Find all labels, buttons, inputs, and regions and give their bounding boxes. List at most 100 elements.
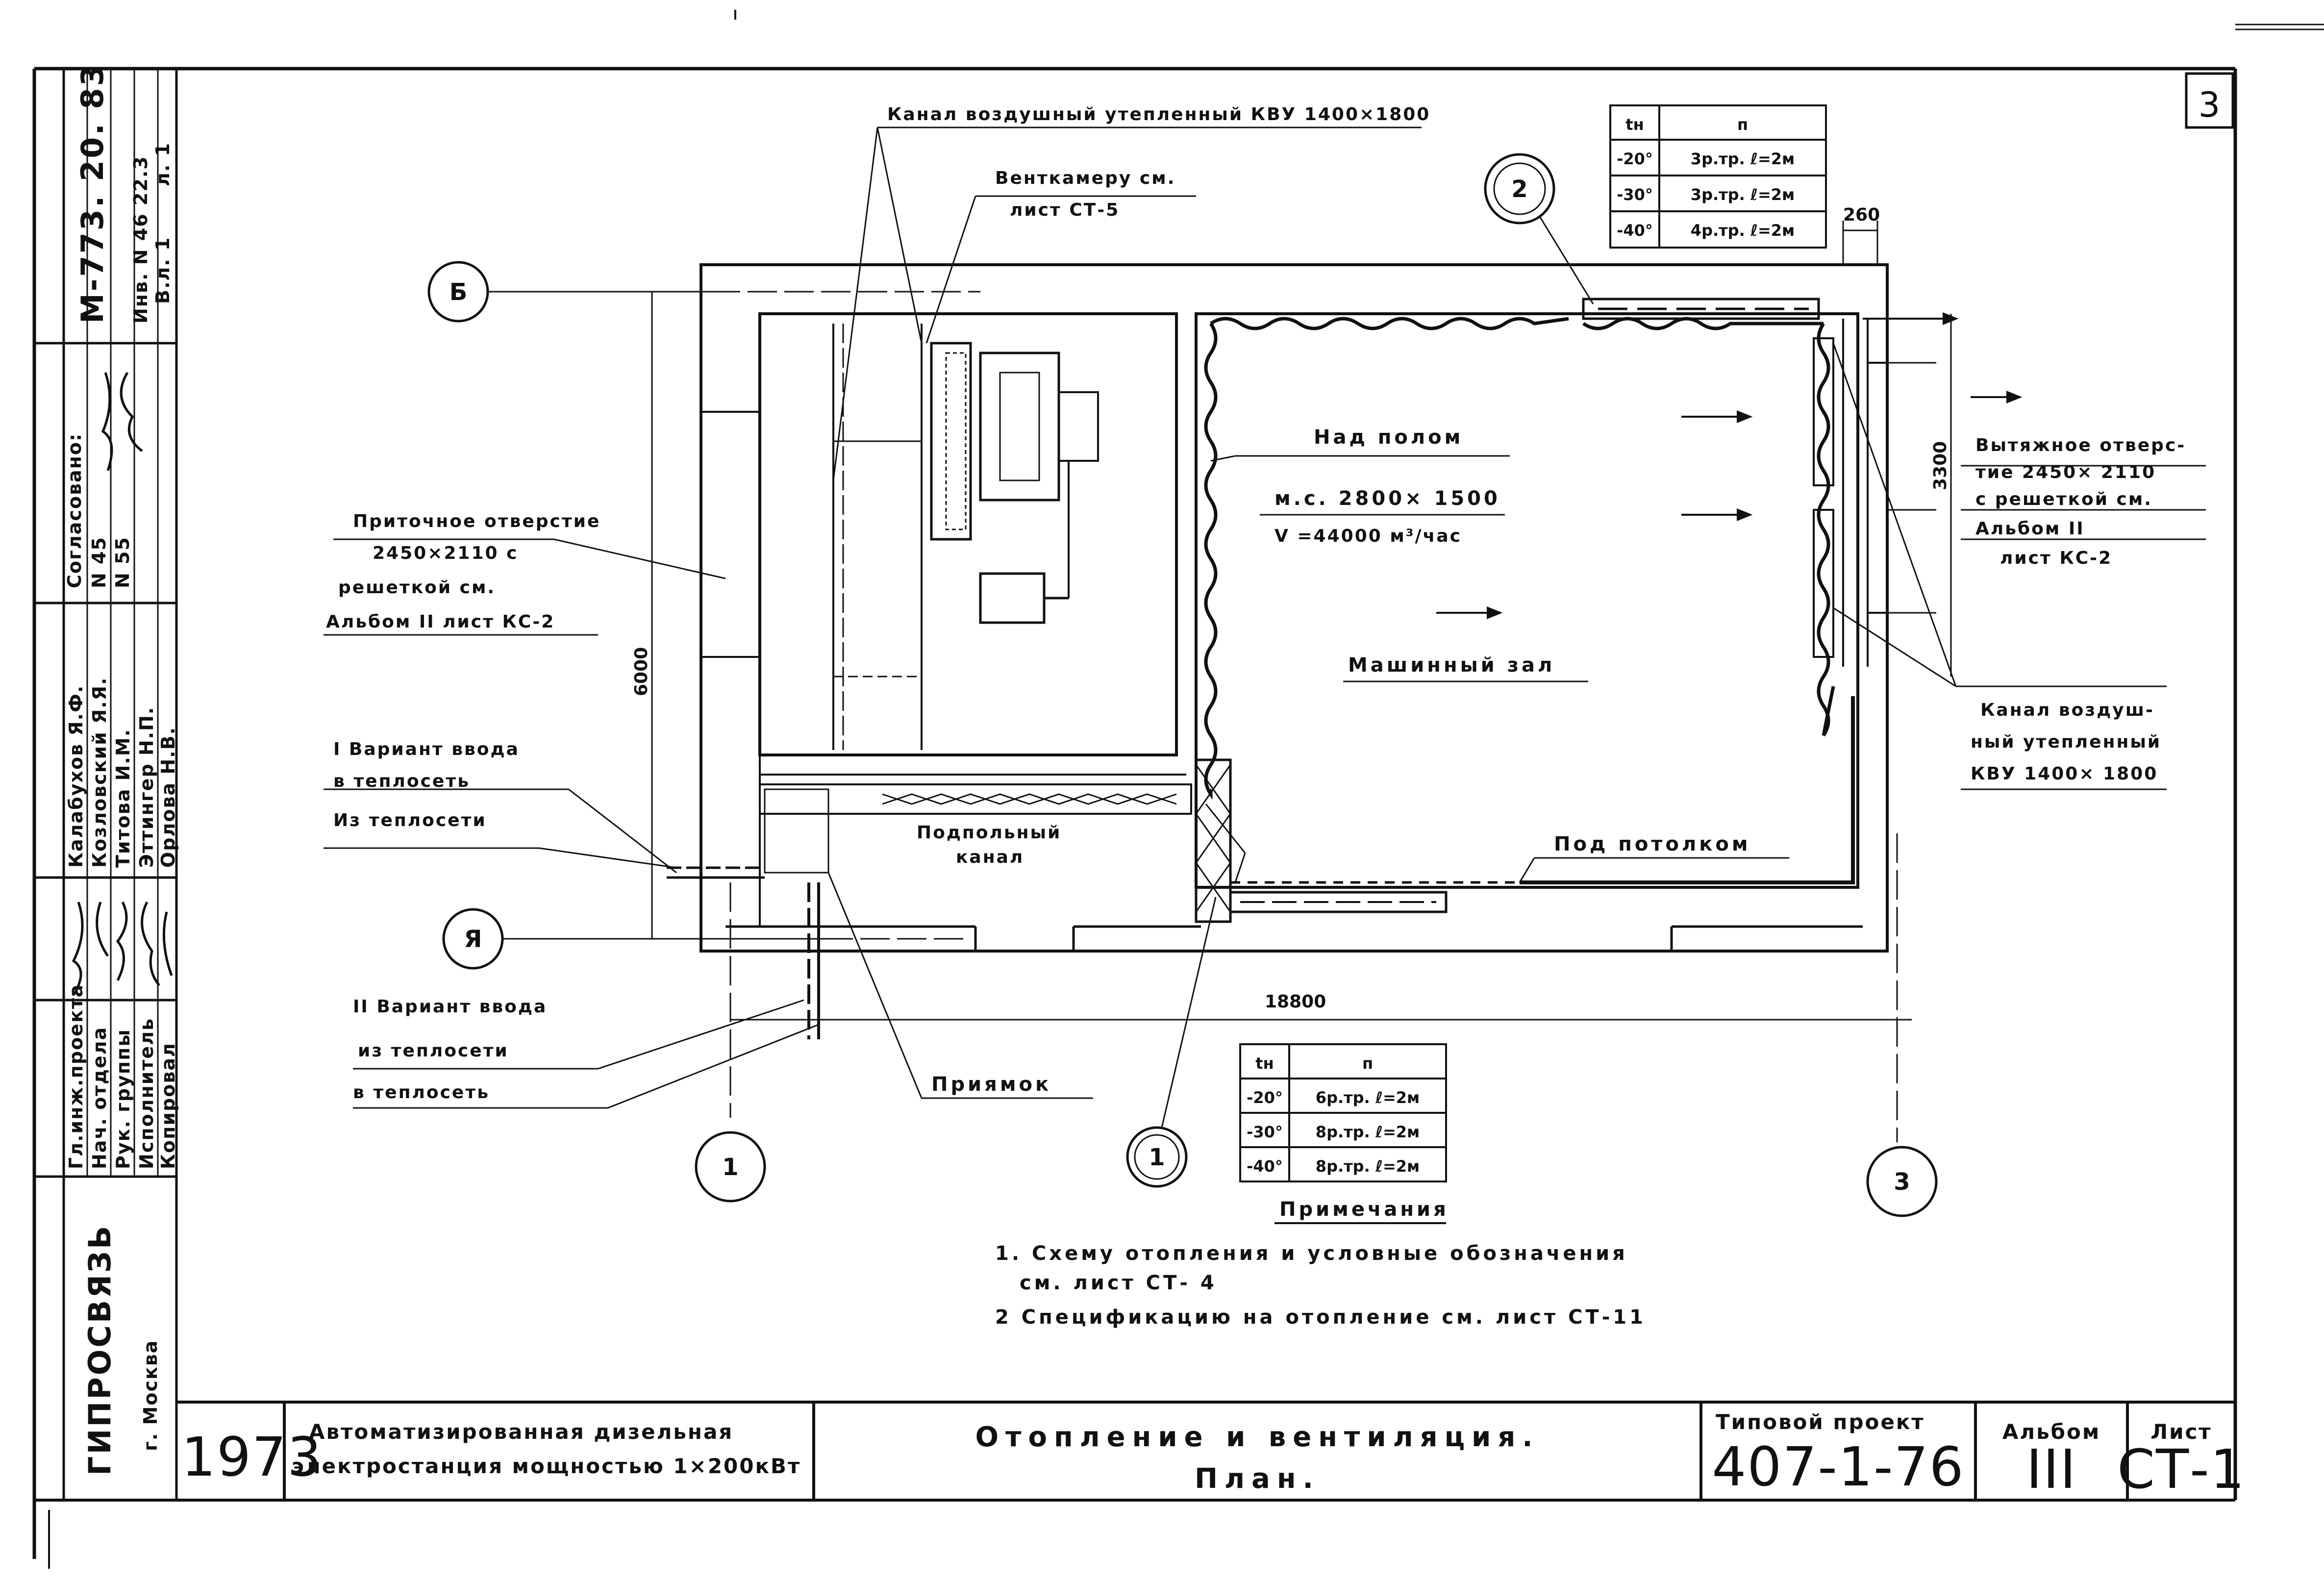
title-typical-label: Типовой проект [1716, 1410, 1925, 1434]
stamp-name-5: Орлова Н.В. [157, 727, 179, 868]
dim-6000: 6000 [631, 647, 651, 696]
table-top-r3-t: -40° [1617, 221, 1653, 240]
axis-markers: Б Я 1 3 [427, 261, 1938, 1217]
label-var1-b: в теплосеть [333, 771, 470, 791]
leader-lines [324, 126, 2206, 1109]
stamp-n55: N 55 [112, 536, 133, 588]
building-plan [667, 263, 2023, 1039]
table-bottom-r1-t: -20° [1247, 1088, 1283, 1107]
stamp-vl: В.л. 1 [152, 237, 174, 304]
label-machine-hall: Машинный зал [1348, 654, 1555, 677]
underfloor-channel-hatch [882, 793, 1177, 805]
sheet-frame [32, 10, 2324, 1569]
dim-3300: 3300 [1930, 441, 1950, 490]
stamp-inv: Инв. N 46 22.3 [130, 155, 151, 324]
callout-1: 1 [1149, 1144, 1165, 1171]
label-supply-2: 2450×2110 с [373, 543, 518, 563]
label-supply-1: Приточное отверстие [353, 511, 600, 531]
table-top-r2-t: -30° [1617, 185, 1653, 204]
label-exhaust-4: Альбом II [1975, 519, 2085, 539]
dim-18800: 18800 [1265, 992, 1326, 1012]
table-bottom: tн п -20° 6р.тр. ℓ=2м -30° 8р.тр. ℓ=2м -… [1239, 1043, 1447, 1182]
note-2: 2 Спецификацию на отопление см. лист СТ-… [995, 1306, 1646, 1329]
table-top-head-t: tн [1625, 115, 1644, 134]
sheet-number: 3 [2199, 85, 2221, 125]
label-exhaust-5: лист КС-2 [2000, 548, 2112, 568]
table-top: tн п -20° 3р.тр. ℓ=2м -30° 3р.тр. ℓ=2м -… [1609, 104, 1827, 249]
label-exhaust-3: с решеткой см. [1975, 489, 2152, 509]
label-var2-a: II Вариант ввода [353, 997, 547, 1017]
label-duct-right-2: ный утепленный [1971, 732, 2161, 752]
callout-2: 2 [1511, 176, 1527, 203]
table-top-r2-n: 3р.тр. ℓ=2м [1691, 185, 1795, 204]
label-ventchamber-2: лист СТ-5 [1010, 200, 1120, 220]
label-supply-3: решеткой см. [338, 578, 496, 598]
label-var2-c: в теплосеть [353, 1082, 490, 1103]
label-flow: V =44000 м³/час [1274, 526, 1462, 546]
heating-pipe-perimeter [1204, 317, 1835, 800]
stamp-role-1: Гл.инж.проекта [65, 984, 87, 1169]
notes-title: Примечания [1279, 1198, 1449, 1221]
stamp-name-2: Козловский Я.Я. [89, 677, 110, 868]
dim-260: 260 [1843, 205, 1880, 225]
stamp-sheet-ref: л. 1 [152, 142, 174, 186]
stamp-city: г. Москва [140, 1340, 161, 1451]
side-stamp: М-773. 20. 83 Инв. N 46 22.3 л. 1 В.л. 1… [34, 63, 179, 1500]
signature-agreed [101, 372, 143, 471]
table-bottom-r1-n: 6р.тр. ℓ=2м [1316, 1088, 1420, 1107]
label-supply-4: Альбом II лист КС-2 [326, 612, 555, 632]
table-bottom-r3-n: 8р.тр. ℓ=2м [1316, 1157, 1420, 1176]
label-exhaust-2: тие 2450× 2110 [1975, 462, 2156, 482]
table-top-r1-t: -20° [1617, 150, 1653, 168]
table-bottom-r2-t: -30° [1247, 1123, 1283, 1141]
axis-ya: Я [464, 926, 482, 953]
label-duct-right-1: Канал воздуш- [1980, 700, 2154, 720]
label-duct-top: Канал воздушный утепленный КВУ 1400×1800 [887, 104, 1430, 125]
label-var1-c: Из теплосети [333, 810, 487, 830]
title-sheet-label: Лист [2150, 1420, 2212, 1444]
axis-b: Б [450, 278, 468, 306]
stamp-role-2: Нач. отдела [89, 1027, 110, 1169]
label-pit: Приямок [931, 1073, 1051, 1096]
title-block: 1973 Автоматизированная дизельная электр… [176, 1401, 2245, 1501]
label-underfloor-2: канал [956, 847, 1024, 867]
table-top-r1-n: 3р.тр. ℓ=2м [1691, 150, 1795, 168]
axis-3: 3 [1894, 1168, 1910, 1196]
table-top-head-n: п [1737, 115, 1748, 134]
stamp-role-5: Копировал [157, 1042, 179, 1169]
stamp-org: ГИПРОСВЯЗЬ [82, 1224, 118, 1476]
table-bottom-head-t: tн [1255, 1054, 1274, 1073]
table-top-r3-n: 4р.тр. ℓ=2м [1691, 221, 1795, 240]
label-var1-a: I Вариант ввода [333, 739, 520, 759]
signatures [72, 901, 173, 996]
title-album-label: Альбом [2002, 1420, 2100, 1444]
sheet-number-box: 3 [2185, 72, 2234, 129]
axis-1: 1 [722, 1154, 738, 1181]
notes: Примечания 1. Схему отопления и условные… [995, 1198, 1646, 1329]
stamp-name-4: Эттингер Н.П. [136, 706, 157, 868]
title-year: 1973 [181, 1426, 323, 1488]
plan-labels: Канал воздушный утепленный КВУ 1400×1800… [326, 104, 2186, 1103]
label-mc: м.с. 2800× 1500 [1274, 487, 1500, 510]
table-bottom-r3-t: -40° [1247, 1157, 1283, 1176]
heating-pipe-under-ceiling [1520, 696, 1855, 884]
label-var2-b: из теплосети [358, 1041, 509, 1061]
stamp-name-1: Калабухов Я.Ф. [65, 685, 87, 868]
table-bottom-head-n: п [1362, 1054, 1373, 1073]
stamp-agreed: Согласовано: [64, 433, 85, 588]
stamp-code: М-773. 20. 83 [75, 63, 110, 324]
callouts: 2 1 [1126, 153, 1594, 1188]
title-album: III [2026, 1438, 2076, 1501]
note-1b: см. лист СТ- 4 [1020, 1272, 1217, 1294]
title-main-2: План. [1195, 1463, 1320, 1495]
title-project: 407-1-76 [1712, 1435, 1964, 1498]
stamp-role-3: Рук. группы [112, 1029, 134, 1169]
label-duct-right-3: КВУ 1400× 1800 [1971, 764, 2158, 784]
label-exhaust-1: Вытяжное отверс- [1975, 435, 2186, 455]
table-bottom-r2-n: 8р.тр. ℓ=2м [1316, 1123, 1420, 1141]
label-above-floor: Над полом [1314, 426, 1463, 449]
stamp-name-3: Титова И.М. [112, 728, 134, 868]
label-ventchamber-1: Венткамеру см. [995, 168, 1175, 188]
dimension-lines [490, 221, 1952, 1142]
label-under-ceiling: Под потолком [1554, 833, 1751, 855]
